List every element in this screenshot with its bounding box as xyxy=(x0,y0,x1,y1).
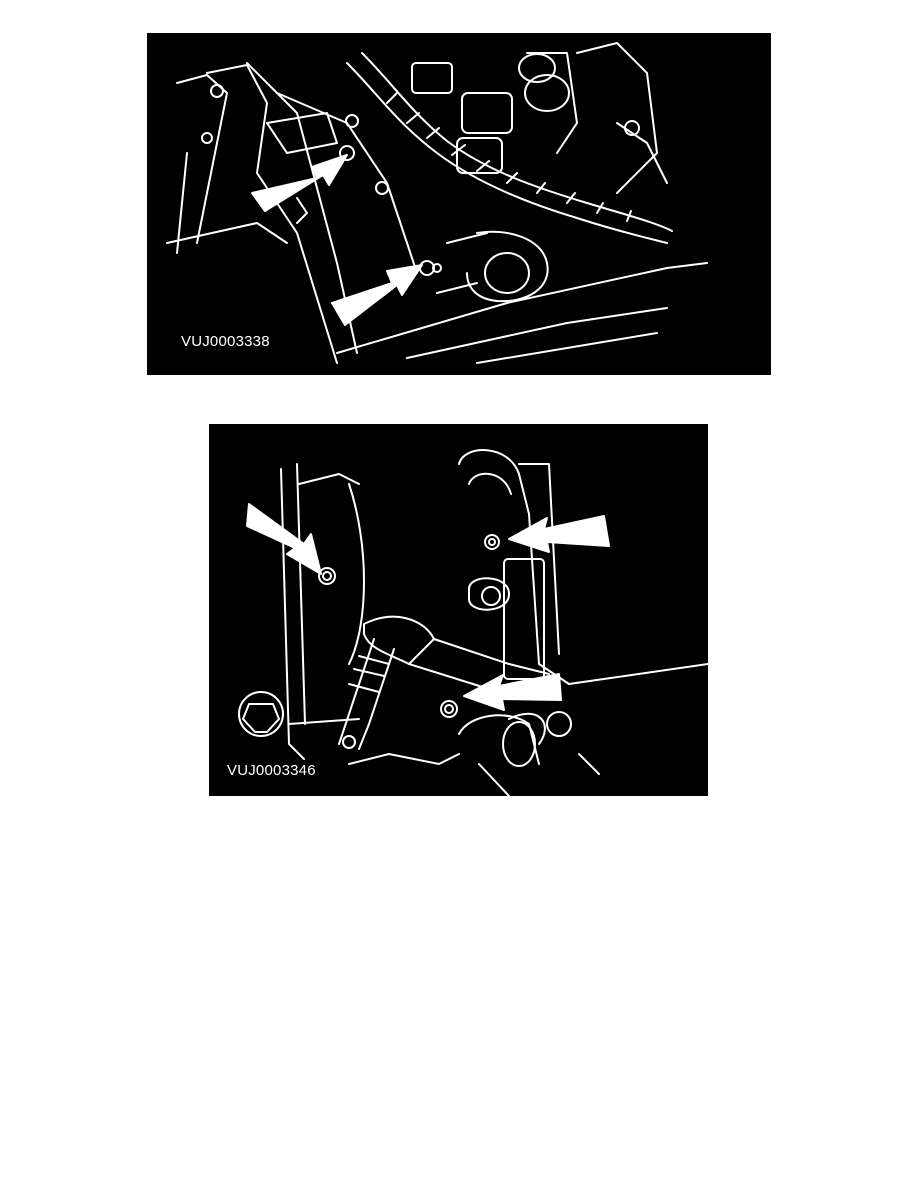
figure-label: VUJ0003346 xyxy=(227,762,316,779)
figure-engine-mount-2: VUJ0003346 xyxy=(209,424,708,796)
figure-engine-bolts-1: VUJ0003338 xyxy=(147,33,771,375)
figure-label: VUJ0003338 xyxy=(181,333,270,350)
engine-mount-illustration-icon xyxy=(238,449,708,796)
engine-bolts-illustration-icon xyxy=(166,42,708,364)
